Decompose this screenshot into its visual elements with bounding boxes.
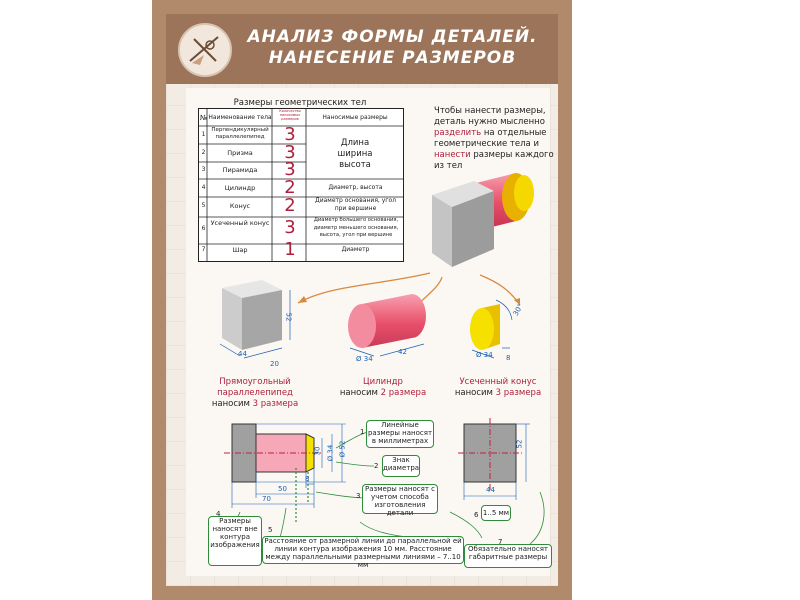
note-1: Линейные размеры наносят в миллиметрах (366, 420, 434, 448)
cone-caption-prefix: наносим (454, 388, 496, 398)
intro-line-5: нанести размеры каждого (434, 150, 554, 161)
row-3-count: 3 (284, 159, 296, 180)
poster-header: АНАЛИЗ ФОРМЫ ДЕТАЛЕЙ. НАНЕСЕНИЕ РАЗМЕРОВ (166, 14, 558, 84)
drawing-dim-8: 8 (305, 475, 310, 483)
box-caption-prefix: наносим (211, 399, 253, 409)
th-num: № (199, 114, 208, 122)
drawing-dim-70: 70 (262, 495, 271, 503)
row-2-count: 3 (284, 142, 296, 163)
intro-line-3-rest: на отдельные (481, 128, 547, 138)
intro-word-divide: разделить (434, 128, 482, 138)
box-dim-width: 44 (238, 350, 247, 358)
note-4-number: 4 (216, 510, 221, 518)
row-5-count: 2 (284, 195, 296, 216)
note-3: Размеры наносят с учетом способа изготов… (362, 484, 438, 517)
note-2: Знак диаметра (382, 455, 420, 477)
box-dim-depth: 20 (270, 360, 279, 368)
row-6-dims: Диаметр большего основания, диаметр мень… (313, 217, 399, 238)
th-count: Количество наносимых размеров (279, 109, 301, 122)
row-3-num: 3 (201, 166, 206, 173)
cylinder-dim-diameter: Ø 34 (356, 355, 373, 363)
intro-line-3: разделить на отдельные (434, 128, 554, 139)
dims-table-grid (198, 108, 404, 262)
box-shape (219, 280, 291, 359)
drawing-dim-d52: Ø 52 (338, 440, 347, 458)
cone-caption-line-1: Усеченный конус (459, 377, 537, 387)
row-4-name: Цилиндр (224, 184, 256, 192)
note-2-number: 2 (374, 462, 379, 470)
note-5-number: 5 (268, 526, 273, 534)
row-6-name: Усеченный конус (210, 219, 270, 227)
row-4-count: 2 (284, 177, 296, 198)
drafting-tools-icon (178, 23, 232, 77)
intro-line-2: деталь нужно мысленно (434, 117, 545, 127)
row-6-count: 3 (284, 217, 296, 238)
cylinder-caption-line-2: наносим 2 размера (333, 388, 433, 399)
cylinder-caption-prefix: наносим (339, 388, 381, 398)
drawing-dim-30: 30 (313, 446, 322, 456)
row-3-name: Пирамида (222, 166, 258, 174)
note-7: Обязательно наносят габаритные размеры (464, 544, 552, 568)
row-4-dims: Диаметр, высота (328, 184, 383, 191)
note-7-number: 7 (498, 538, 503, 546)
box-caption: Прямоугольный параллелепипед наносим 3 р… (200, 377, 310, 410)
row-1-name: Перпендикулярный параллелепипед (211, 127, 269, 140)
title-line-2: НАНЕСЕНИЕ РАЗМЕРОВ (268, 48, 517, 68)
merged-dims: Длина ширина высота (337, 138, 373, 170)
row-5-name: Конус (229, 202, 251, 210)
drawing-dim-d34: Ø 34 (326, 444, 335, 462)
note-6: 1..5 мм (481, 505, 511, 521)
row-2-name: Призма (227, 149, 253, 157)
intro-line-5-rest: размеры каждого (470, 150, 554, 160)
note-4: Размеры наносят вне контура изображения (208, 516, 262, 566)
note-1-number: 1 (360, 428, 365, 436)
truncated-cone-shape (470, 299, 513, 359)
cone-caption-line-2: наносим 3 размера (448, 388, 548, 399)
box-caption-line-3: наносим 3 размера (200, 399, 310, 410)
row-6-num: 6 (201, 225, 206, 232)
row-2-num: 2 (201, 149, 206, 156)
cylinder-dim-length: 42 (398, 348, 407, 356)
cone-dim-diameter: Ø 34 (476, 351, 493, 359)
box-caption-line-2: параллелепипед (217, 388, 293, 398)
cone-caption-count: 3 размера (495, 388, 542, 398)
title-line-1: АНАЛИЗ ФОРМЫ ДЕТАЛЕЙ. (247, 27, 538, 47)
cylinder-caption-count: 2 размера (380, 388, 427, 398)
note-3-number: 3 (356, 492, 361, 500)
row-1-num: 1 (201, 131, 206, 138)
intro-line-1: Чтобы нанести размеры, (434, 106, 546, 116)
row-5-dims: Диаметр основания, угол при вершине (315, 197, 396, 212)
page-title: АНАЛИЗ ФОРМЫ ДЕТАЛЕЙ. НАНЕСЕНИЕ РАЗМЕРОВ (230, 27, 555, 69)
th-dims: Наносимые размеры (322, 114, 388, 121)
row-7-num: 7 (201, 246, 206, 253)
intro-word-apply: нанести (434, 150, 471, 160)
drawing-dim-44: 44 (486, 486, 495, 494)
table-caption: Размеры геометрических тел (233, 98, 367, 108)
cone-dim-height: 8 (506, 354, 511, 362)
row-5-num: 5 (201, 202, 206, 209)
row-1-count: 3 (284, 124, 296, 145)
row-7-dims: Диаметр (341, 246, 370, 253)
box-caption-count: 3 размера (252, 399, 299, 409)
note-5: Расстояние от размерной линии до паралле… (262, 536, 464, 569)
th-name: Наименование тела (208, 114, 272, 121)
combined-part-3d (432, 173, 534, 267)
drawing-dim-52: 52 (515, 439, 524, 449)
cylinder-caption-line-1: Цилиндр (363, 377, 403, 387)
cylinder-shape (348, 294, 426, 357)
intro-line-6: из тел (434, 161, 463, 171)
intro-line-4: геометрические тела и (434, 139, 539, 149)
cylinder-caption: Цилиндр наносим 2 размера (333, 377, 433, 399)
note-6-number: 6 (474, 511, 479, 519)
row-7-name: Шар (232, 246, 248, 254)
cone-caption: Усеченный конус наносим 3 размера (448, 377, 548, 399)
technical-drawing (224, 418, 545, 545)
intro-text: Чтобы нанести размеры, деталь нужно мысл… (434, 106, 554, 172)
row-4-num: 4 (201, 184, 206, 191)
drawing-dim-50: 50 (278, 485, 287, 493)
box-caption-line-1: Прямоугольный (219, 377, 291, 387)
row-7-count: 1 (284, 239, 296, 260)
box-dim-height: 52 (284, 312, 293, 322)
